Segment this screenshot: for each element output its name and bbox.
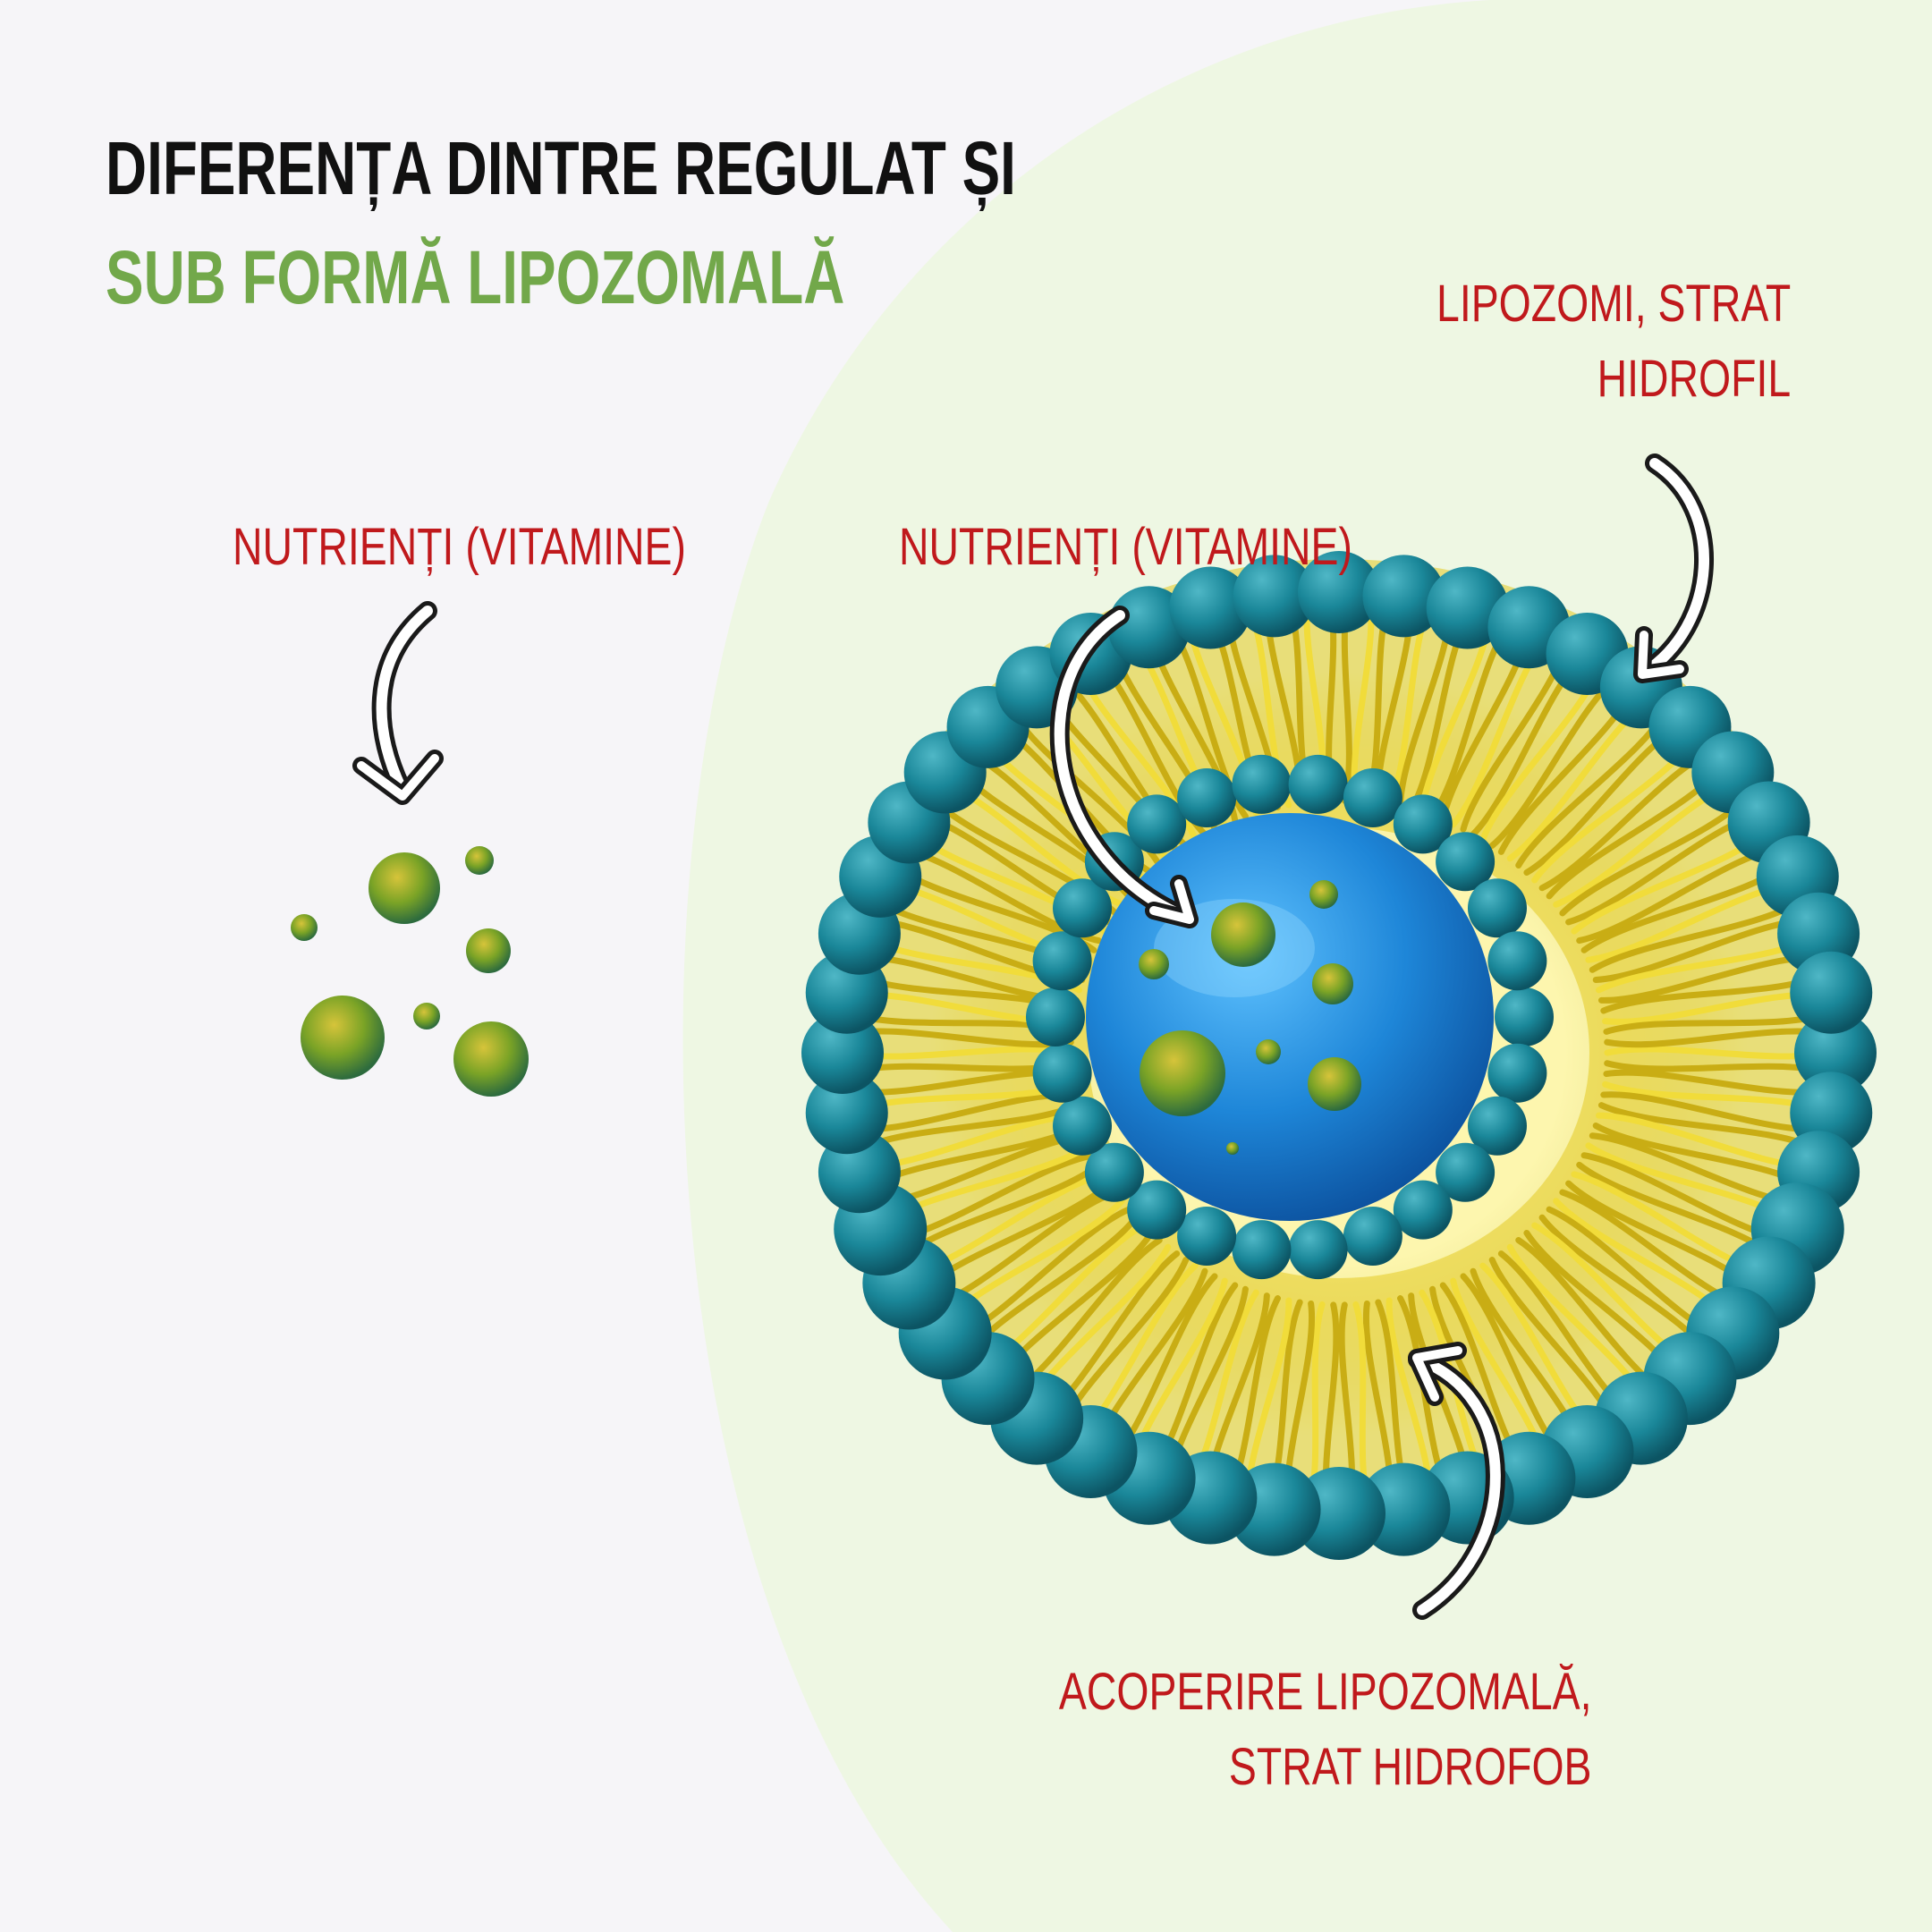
phospholipid-head bbox=[1169, 566, 1252, 649]
phospholipid-head bbox=[1298, 551, 1380, 633]
hydrophilic-inner-heads bbox=[1026, 754, 1554, 1280]
nutrient-particle bbox=[369, 852, 440, 924]
nutrient-particle bbox=[1226, 1142, 1239, 1155]
arrow-nutrients-left bbox=[352, 601, 444, 805]
phospholipid-head bbox=[1053, 878, 1113, 938]
nutrient-particle bbox=[413, 1003, 440, 1030]
free-nutrients bbox=[291, 846, 529, 1097]
label-liposomes: LIPOZOMI, STRAT HIDROFIL bbox=[1436, 267, 1791, 417]
phospholipid-head bbox=[1177, 1206, 1237, 1266]
phospholipid-head bbox=[1487, 1043, 1547, 1103]
phospholipid-head bbox=[1232, 1220, 1292, 1280]
core-nutrients bbox=[1139, 880, 1361, 1155]
liposome bbox=[801, 551, 1877, 1560]
title-line-1: DIFERENȚA DINTRE REGULAT ȘI bbox=[106, 126, 1016, 210]
arrows bbox=[352, 453, 1714, 1620]
label-coating-line-2: STRAT HIDROFOB bbox=[1229, 1738, 1592, 1796]
phospholipid-head bbox=[1232, 754, 1292, 814]
label-nutrients-liposomal: NUTRIENȚI (VITAMINE) bbox=[899, 518, 1352, 576]
label-liposomes-line-1: LIPOZOMI, STRAT bbox=[1436, 275, 1791, 333]
phospholipid-head bbox=[1794, 1012, 1877, 1094]
phospholipid-head bbox=[1127, 794, 1187, 854]
phospholipid-head bbox=[1393, 794, 1453, 854]
label-nutrients-regular: NUTRIENȚI (VITAMINE) bbox=[233, 518, 686, 576]
phospholipid-head bbox=[1026, 987, 1085, 1046]
phospholipid-head bbox=[1288, 754, 1348, 814]
arrow-liposomes bbox=[1633, 453, 1714, 683]
phospholipid-head bbox=[801, 1012, 884, 1094]
phospholipid-head bbox=[1233, 555, 1316, 638]
nutrient-particle bbox=[453, 1021, 529, 1097]
phospholipid-head bbox=[1436, 1142, 1496, 1202]
hydrophilic-outer-heads bbox=[801, 551, 1877, 1560]
phospholipid-head bbox=[1343, 1206, 1402, 1266]
phospholipid-head bbox=[1362, 555, 1445, 638]
phospholipid-head bbox=[1127, 1180, 1187, 1240]
phospholipid-head bbox=[1467, 878, 1527, 938]
phospholipid-head bbox=[805, 1072, 888, 1155]
nutrient-particle bbox=[291, 914, 318, 941]
nutrient-particle bbox=[1312, 963, 1353, 1004]
phospholipid-head bbox=[1790, 951, 1873, 1034]
arrow-nutrients-right bbox=[1049, 606, 1199, 928]
label-liposomes-line-2: HIDROFIL bbox=[1597, 350, 1791, 408]
nutrient-particle bbox=[465, 846, 494, 875]
nutrient-particle bbox=[1256, 1039, 1281, 1064]
phospholipid-head bbox=[1032, 931, 1092, 991]
phospholipid-head bbox=[1288, 1220, 1348, 1280]
phospholipid-head bbox=[1436, 832, 1496, 892]
label-coating: ACOPERIRE LIPOZOMALĂ, STRAT HIDROFOB bbox=[1059, 1655, 1592, 1805]
phospholipid-head bbox=[1487, 931, 1547, 991]
nutrient-particle bbox=[1140, 1030, 1225, 1116]
lipid-tail bbox=[1559, 795, 1749, 917]
phospholipid-head bbox=[1084, 1142, 1144, 1202]
phospholipid-head bbox=[1393, 1180, 1453, 1240]
title-line-2: SUB FORMĂ LIPOZOMALĂ bbox=[106, 235, 845, 319]
nutrient-particle bbox=[1139, 949, 1169, 979]
phospholipid-head bbox=[1177, 768, 1237, 828]
phospholipid-head bbox=[1053, 1096, 1113, 1156]
phospholipid-head bbox=[1343, 768, 1402, 828]
label-coating-line-1: ACOPERIRE LIPOZOMALĂ, bbox=[1059, 1663, 1592, 1721]
nutrient-particle bbox=[466, 928, 511, 973]
arrow-coating bbox=[1408, 1342, 1505, 1620]
phospholipid-head bbox=[1495, 987, 1554, 1046]
aqueous-core bbox=[1086, 813, 1494, 1221]
nutrient-particle bbox=[1211, 902, 1275, 967]
phospholipid-head bbox=[1032, 1043, 1092, 1103]
nutrient-particle bbox=[1308, 1057, 1361, 1111]
phospholipid-head bbox=[1467, 1096, 1527, 1156]
nutrient-particle bbox=[1309, 880, 1338, 909]
nutrient-particle bbox=[301, 996, 385, 1080]
